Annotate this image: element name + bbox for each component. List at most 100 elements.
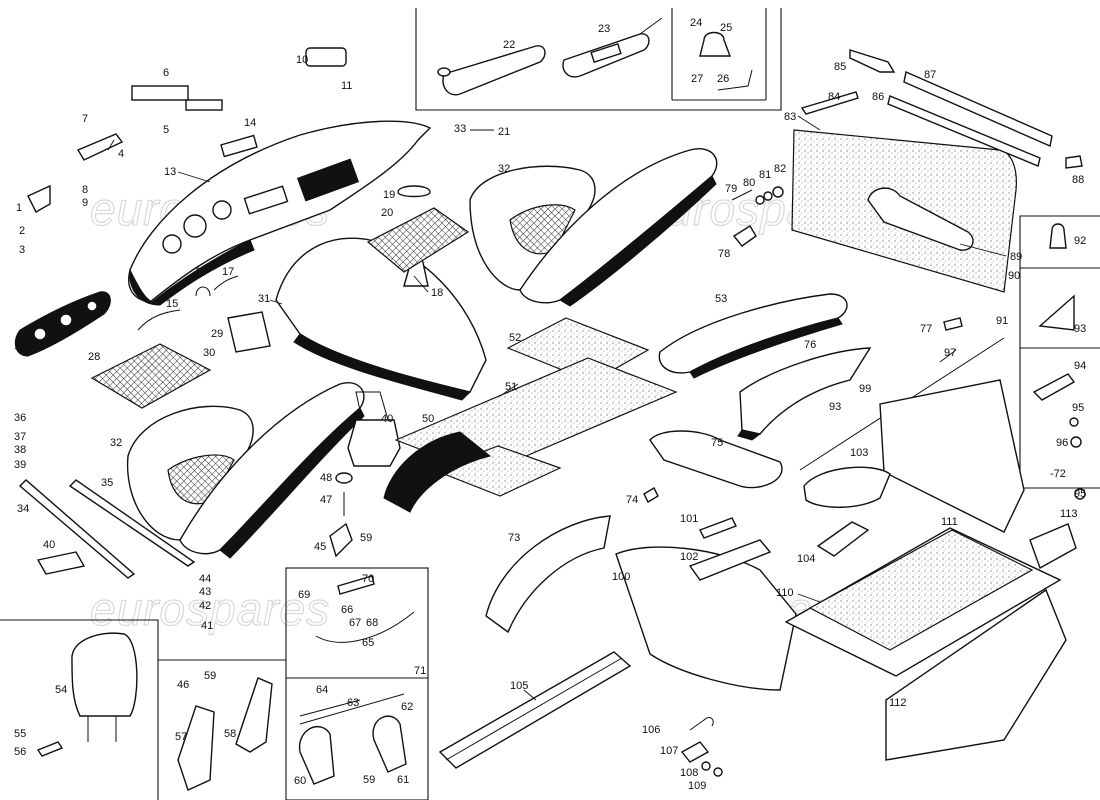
seat-back-edge-left bbox=[219, 407, 365, 559]
visor-pivot-22 bbox=[437, 67, 451, 77]
callout-59-bracket: 59 bbox=[204, 670, 216, 682]
callout-108: 108 bbox=[680, 767, 698, 779]
sun-visor-22 bbox=[442, 45, 546, 96]
heater-ring-19 bbox=[397, 185, 431, 198]
nut-96 bbox=[1070, 436, 1082, 448]
callout-103: 103 bbox=[850, 447, 868, 459]
belt-65 bbox=[315, 611, 415, 643]
callout-33: 33 bbox=[454, 123, 466, 135]
callout-34: 34 bbox=[17, 503, 29, 515]
callout-21: 21 bbox=[498, 126, 510, 138]
bracket-58 bbox=[235, 677, 273, 753]
callout-80: 80 bbox=[743, 177, 755, 189]
leader-83 bbox=[797, 115, 821, 131]
callout-3: 3 bbox=[19, 244, 25, 256]
hook-106 bbox=[689, 717, 714, 731]
buckle-60 bbox=[298, 725, 335, 785]
belt-group bbox=[298, 575, 415, 785]
escutcheon-82 bbox=[772, 186, 784, 198]
watermark-bottom: eurospares bbox=[90, 583, 330, 635]
callout-42: 42 bbox=[199, 600, 211, 612]
cushion-75 bbox=[649, 430, 783, 489]
sill-rails-group bbox=[18, 479, 196, 579]
callout-17: 17 bbox=[222, 266, 234, 278]
callout-51: 51 bbox=[505, 381, 517, 393]
callout-6: 6 bbox=[163, 67, 169, 79]
trim-76-edge bbox=[737, 429, 762, 441]
callout-84: 84 bbox=[828, 91, 840, 103]
crank-shaft-79 bbox=[731, 189, 753, 201]
gauge-center bbox=[183, 214, 207, 238]
callout-85: 85 bbox=[834, 61, 846, 73]
leader-4 bbox=[107, 139, 115, 151]
callout-79: 79 bbox=[725, 183, 737, 195]
leader-13 bbox=[177, 171, 211, 183]
callout-30: 30 bbox=[203, 347, 215, 359]
bracket-1 bbox=[27, 184, 51, 213]
trim-76 bbox=[739, 347, 872, 435]
callout-38: 38 bbox=[14, 444, 26, 456]
gauge-hole-c bbox=[86, 300, 98, 312]
callout-56: 56 bbox=[14, 746, 26, 758]
callout-55: 55 bbox=[14, 728, 26, 740]
callout-93-clip: 93 bbox=[829, 401, 841, 413]
callout-86: 86 bbox=[872, 91, 884, 103]
callout-70: 70 bbox=[362, 573, 374, 585]
callout-5: 5 bbox=[163, 124, 169, 136]
console-40 bbox=[347, 419, 401, 467]
leader-18 bbox=[413, 275, 429, 293]
callout-111: 111 bbox=[941, 516, 958, 528]
callout-81: 81 bbox=[759, 169, 771, 181]
bracket-94 bbox=[1032, 373, 1076, 401]
armrest-53-underside bbox=[689, 317, 843, 379]
callout-100: 100 bbox=[612, 571, 630, 583]
callout-11: 11 bbox=[341, 80, 352, 92]
callout-68: 68 bbox=[366, 617, 378, 629]
strip-84 bbox=[800, 91, 859, 115]
callout-60: 60 bbox=[294, 775, 306, 787]
right-column-parts bbox=[1029, 223, 1086, 570]
callout-labels: 1 2 3 4 5 6 7 8 9 10 11 12 13 14 15 16 1… bbox=[14, 17, 1086, 792]
callout-92: 92 bbox=[1074, 235, 1086, 247]
callout-104: 104 bbox=[797, 553, 815, 565]
tube-15 bbox=[137, 309, 181, 331]
roller-blind-group bbox=[438, 651, 632, 769]
washer-95-lower bbox=[1074, 488, 1086, 500]
dashboard-panel bbox=[128, 120, 432, 303]
headrest-group bbox=[36, 632, 138, 757]
callout-2: 2 bbox=[19, 225, 25, 237]
callout-1: 1 bbox=[16, 202, 22, 214]
mirror-frame-10 bbox=[305, 47, 347, 67]
gauge-hole-a bbox=[33, 327, 47, 341]
callout-74: 74 bbox=[626, 494, 638, 506]
callout-72: -72 bbox=[1050, 468, 1066, 480]
callout-10: 10 bbox=[296, 54, 308, 66]
callout-75: 75 bbox=[711, 437, 723, 449]
seat-back-edge-right bbox=[559, 175, 717, 307]
visor-bracket-25 bbox=[699, 31, 732, 57]
leader-31 bbox=[269, 299, 283, 305]
mats-group bbox=[90, 207, 470, 409]
tunnel-cover-edge-31 bbox=[293, 333, 471, 401]
callout-102: 102 bbox=[680, 551, 698, 563]
callout-16: 16 bbox=[195, 266, 207, 278]
callout-62: 62 bbox=[401, 701, 413, 713]
escutcheon-81 bbox=[763, 191, 773, 201]
callout-52: 52 bbox=[509, 332, 521, 344]
callout-43: 43 bbox=[199, 586, 211, 598]
strip-85 bbox=[849, 49, 896, 73]
plate-56 bbox=[36, 741, 64, 757]
callout-35: 35 bbox=[101, 477, 113, 489]
callout-47: 47 bbox=[320, 494, 332, 506]
leader-105 bbox=[523, 689, 537, 701]
callout-96: 96 bbox=[1056, 437, 1068, 449]
dash-vent-14 bbox=[220, 134, 258, 158]
callout-18: 18 bbox=[431, 287, 443, 299]
seat-brackets-group bbox=[177, 677, 273, 791]
visor-rod-23 bbox=[639, 17, 663, 35]
bushing-48 bbox=[335, 472, 353, 484]
frame-belt bbox=[285, 567, 429, 800]
callout-66: 66 bbox=[341, 604, 353, 616]
callout-71: 71 bbox=[414, 665, 426, 677]
frame-sun-visors bbox=[415, 8, 782, 111]
